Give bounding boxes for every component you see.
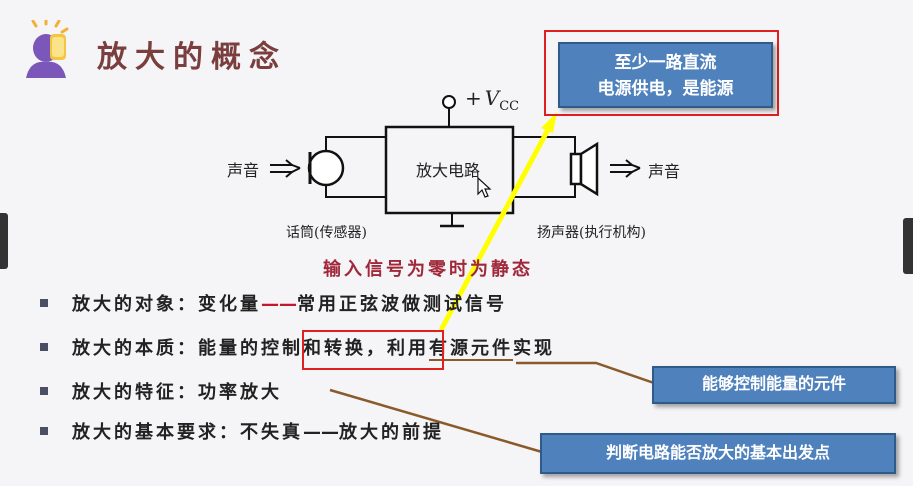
bullet-item: 放大的特征：功率放大: [40, 378, 282, 408]
power-callout-line-2: 电源供电，是能源: [597, 79, 734, 99]
mic-label: 话筒(传感器): [286, 225, 367, 241]
bullet-2-boxed: 控制和转换: [261, 338, 366, 359]
bullet-4-head: 放大的基本要求：不失真: [72, 422, 303, 443]
yellow-arrow-head: [541, 112, 557, 133]
bullet-item: 放大的本质：能量的控制和转换，利用有源元件实现: [40, 334, 555, 364]
person-idea-icon: [26, 20, 69, 78]
bullet-1-tail: 常用正弦波做测试信号: [297, 294, 507, 315]
input-sound-label: 声音: [227, 161, 260, 180]
bullet-3-head: 放大的特征：功率放大: [72, 382, 282, 403]
vcc-terminal: [442, 95, 456, 109]
bullet-item: 放大的基本要求：不失真——放大的前提: [40, 418, 444, 448]
static-note: 输入信号为零时为静态: [323, 259, 533, 280]
output-sound-arrow: [610, 159, 641, 178]
page-title: 放大的概念: [97, 40, 287, 75]
vcc-sub: CC: [499, 99, 520, 114]
speaker-icon: [569, 141, 599, 197]
vcc-highlight-box: [544, 30, 779, 116]
bullet-4-dash: ——: [303, 422, 339, 443]
bullet-marker: [40, 387, 48, 395]
active-element-callout: 能够控制能量的元件: [652, 366, 896, 404]
right-edge-tab[interactable]: [903, 218, 913, 274]
power-supply-callout: 至少一路直流 电源供电，是能源: [558, 42, 773, 108]
amplifier-box-label: 放大电路: [416, 161, 481, 180]
speaker-label: 扬声器(执行机构): [537, 225, 646, 241]
bullet-4-tail: 放大的前提: [339, 422, 444, 443]
vcc-v: V: [484, 86, 500, 110]
vcc-plus: +: [465, 86, 482, 110]
bullet-1-dash: ——: [261, 294, 297, 315]
bullet-item: 放大的对象：变化量——常用正弦波做测试信号: [40, 290, 507, 320]
control-conversion-highlight-box: [302, 330, 444, 370]
bullet-2-underlined: 有源元件: [429, 338, 513, 361]
bullet-marker: [40, 299, 48, 307]
bullet-marker: [40, 343, 48, 351]
bullet-1-head: 放大的对象：变化量: [72, 294, 261, 315]
bullet-2-head: 放大的本质：能量的: [72, 338, 261, 359]
mouse-cursor-icon: [477, 176, 492, 198]
power-callout-line-1: 至少一路直流: [614, 53, 717, 73]
output-sound-label: 声音: [648, 162, 681, 181]
bullet-marker: [40, 427, 48, 435]
vcc-label: +VCC: [465, 86, 519, 114]
input-sound-arrow: [270, 159, 301, 178]
basic-requirement-callout: 判断电路能否放大的基本出发点: [540, 433, 896, 474]
microphone-icon: [307, 149, 345, 187]
left-edge-tab[interactable]: [0, 213, 8, 269]
bullet-2-tail2: 实现: [513, 338, 555, 359]
bullet-2-tail: ，利用: [366, 338, 429, 359]
